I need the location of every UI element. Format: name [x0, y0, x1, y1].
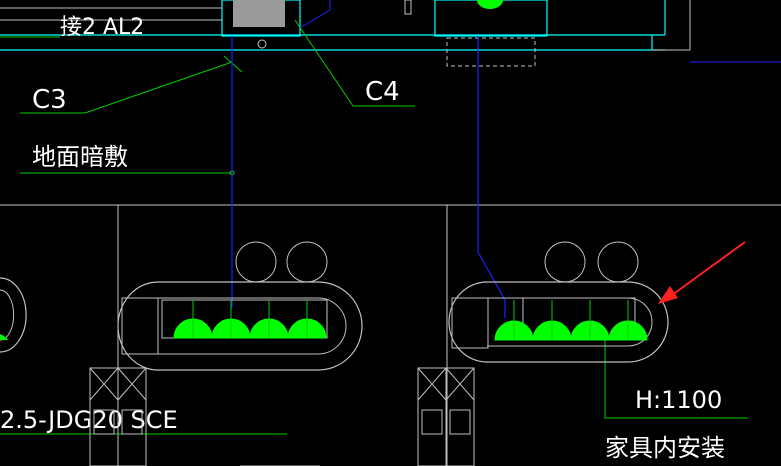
label-height: H:1100: [635, 386, 722, 414]
green-dome-fixture-icon: [173, 318, 327, 339]
label-floor-concealed: 地面暗敷: [32, 143, 128, 171]
top-walls: [0, 0, 691, 51]
label-c4: C4: [365, 77, 400, 107]
desk-cluster-right: [448, 241, 669, 363]
leader-lines: [0, 19, 748, 435]
top-equipment-box: [233, 0, 285, 27]
green-dome-fixture-icon: [494, 320, 648, 341]
top-trunking: [0, 0, 666, 51]
desk-cluster-edge: [0, 277, 27, 353]
label-cable-spec: 2.5-JDG20 SCE: [0, 406, 178, 434]
junction-symbol: [257, 39, 267, 49]
desk-cluster-left: [117, 241, 363, 371]
red-arrow-icon: [658, 241, 746, 304]
cabinets-right: [417, 367, 475, 466]
cabinets-left: [89, 367, 147, 466]
label-c3: C3: [32, 85, 67, 115]
blue-wires: [231, 36, 506, 318]
label-furniture-install: 家具内安装: [605, 434, 725, 462]
top-dashed-box: [446, 37, 536, 67]
top-green-fixture: [477, 0, 503, 9]
label-top-left: 接2 AL2: [60, 15, 144, 40]
